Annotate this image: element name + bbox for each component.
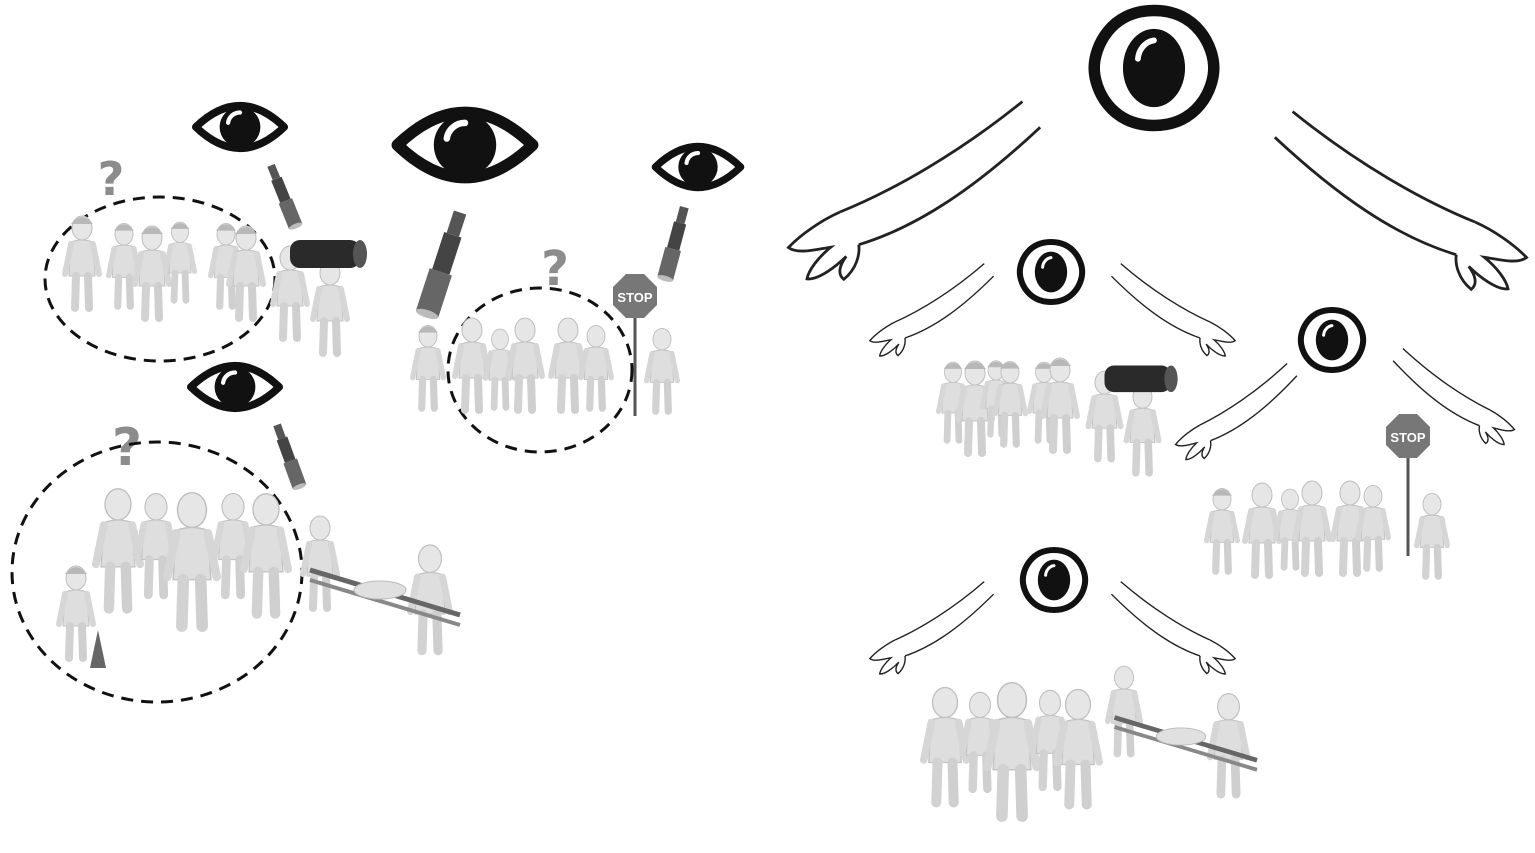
stop-sign-icon: STOP [613,274,657,416]
stop-sign-label: STOP [617,290,652,305]
spyglass-icon [270,422,307,491]
person [647,328,678,411]
eye-icon [1301,310,1363,370]
spyglass-icon [657,205,692,283]
open-hand-icon [1101,580,1245,678]
crowd-group [924,683,1100,816]
barrel-carrier [1088,366,1177,473]
open-hand-icon [1258,110,1535,297]
stretcher-bearers [303,516,460,651]
stretcher-bearers [1108,666,1257,794]
eye-icon [196,106,284,149]
open-hand-icon [773,100,1057,287]
spyglass-icon [264,163,303,231]
open-hand-icon [1164,362,1310,464]
worker-group [65,216,263,318]
crowd-group [59,489,288,668]
question-mark-icon: ? [98,152,125,206]
worker-group [1207,481,1448,576]
eye-icon [1094,11,1214,126]
open-hand-icon [860,580,1004,678]
worker-group [413,318,612,410]
eye-icon [191,366,279,409]
open-hand-icon [860,262,1004,360]
spyglass-icon [415,209,471,321]
eye-icon [655,147,740,188]
worker-group [939,358,1077,453]
stop-sign-label: STOP [1390,430,1425,445]
right-panel: STOP [773,11,1535,817]
barrel-carrier [273,240,367,353]
eye-icon [1023,550,1085,610]
left-panel: ? ? STOP [12,106,741,702]
question-mark-glyph: ? [98,152,125,206]
eye-icon [1020,242,1082,302]
eye-icon [397,113,532,178]
open-hand-icon [1101,262,1245,360]
